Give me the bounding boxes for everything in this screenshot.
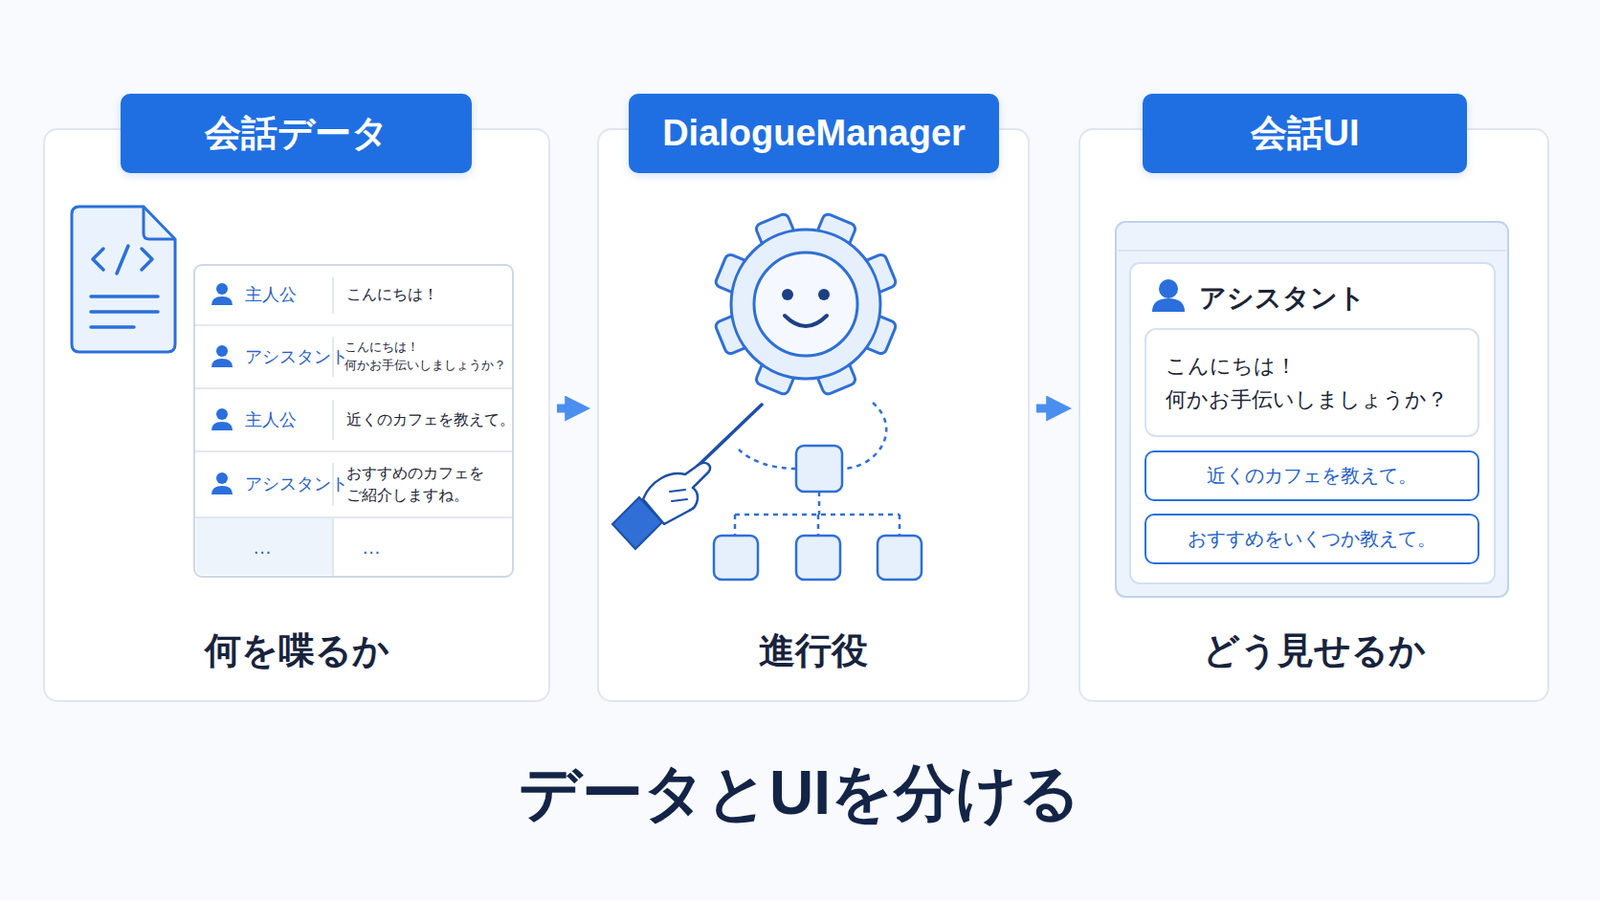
pointing-hand (643, 463, 711, 525)
person-icon (216, 408, 228, 421)
panel-frame (44, 129, 1549, 702)
gear-mascot (731, 229, 881, 379)
panel-title: 会話データ (204, 109, 389, 158)
ui-window (1115, 222, 1509, 598)
pointing-hand (669, 489, 688, 502)
flow-tree (877, 535, 922, 580)
header-tab: 会話UI (1142, 93, 1467, 174)
ui-window (1117, 249, 1507, 252)
table-cell: おすすめのカフェを ご紹介しますね。 (346, 462, 510, 507)
document-icon (143, 206, 176, 240)
person-icon (211, 486, 233, 495)
flow-arrow (556, 404, 576, 414)
panel-subtitle: 何を喋るか (44, 626, 550, 676)
person-icon (1158, 279, 1178, 299)
speaker-name: アシスタント (244, 471, 349, 497)
flow-tree (713, 402, 922, 580)
pointing-hand (612, 404, 762, 550)
gear-mascot (784, 315, 827, 327)
dialogue-table (194, 265, 513, 578)
header-tab: DialogueManager (628, 93, 1000, 174)
panel-title: 会話UI (1250, 109, 1360, 158)
gear-mascot (754, 252, 858, 356)
dialogue-table (332, 277, 334, 314)
flow-tree (738, 449, 797, 469)
person-icon (216, 345, 228, 357)
speaker-name: アシスタント (1199, 280, 1366, 317)
person-icon (211, 283, 233, 495)
document-icon (90, 294, 158, 299)
person-icon (211, 296, 233, 306)
document-icon (116, 245, 129, 274)
choice-button: 近くのカフェを教えて。 (1144, 450, 1480, 502)
person-icon (216, 472, 228, 485)
document-icon (141, 248, 153, 270)
flow-arrow (1036, 404, 1057, 414)
message-text: こんにちは！ 何かお手伝いしましょうか？ (1165, 349, 1459, 417)
speech-bubble: こんにちは！ 何かお手伝いしましょうか？ (1144, 328, 1480, 438)
panel-subtitle: 進行役 (598, 626, 1029, 676)
choice-button: おすすめをいくつか教えて。 (1144, 513, 1480, 565)
person-icon (1152, 298, 1185, 312)
speaker-name: 主人公 (244, 282, 297, 308)
speaker-name: アシスタント (244, 344, 349, 370)
ellipsis: … (361, 533, 381, 562)
dialogue-table (196, 517, 334, 576)
dialogue-table (195, 516, 512, 519)
table-cell: こんにちは！ (346, 283, 439, 306)
panel-frame (1079, 129, 1549, 702)
document-icon (90, 325, 134, 330)
flow-tree (734, 491, 900, 536)
chat-card-frame (1130, 263, 1495, 584)
document-icon (71, 206, 176, 353)
ui-panel: 会話UIこんにちは！ 何かお手伝いしましょうか？近くのカフェを教えて。おすすめを… (1079, 129, 1549, 702)
dialogue-table (332, 400, 334, 441)
gear-mascot (781, 288, 794, 301)
caption: データとUIを分ける (0, 752, 1600, 836)
choice-text: おすすめをいくつか教えて。 (1187, 526, 1437, 553)
person-icon (211, 358, 233, 368)
header-tab: 会話データ (120, 93, 472, 174)
person-icon (1152, 279, 1185, 312)
table-cell: 近くのカフェを教えて。 (346, 408, 512, 431)
dialogue-table (195, 450, 512, 453)
chat-card-frame (1130, 263, 1495, 584)
chat-card: こんにちは！ 何かお手伝いしましょうか？ 近くのカフェを教えて。おすすめをいくつか… (1130, 263, 1495, 584)
ui-window (1115, 222, 1509, 598)
document-icon (71, 206, 176, 353)
gear-mascot (818, 288, 830, 301)
dialogue-table (194, 265, 513, 578)
panel-subtitle: どう見せるか (1079, 626, 1549, 676)
table-cell: こんにちは！ 何かお手伝いしましょうか？ (344, 338, 513, 376)
document-icon (90, 310, 158, 314)
panel-frame (598, 129, 1029, 702)
document-icon (92, 248, 104, 270)
person-icon (216, 283, 228, 295)
flow-tree (796, 535, 841, 580)
flow-tree (842, 402, 887, 469)
gear-mascot (713, 212, 897, 396)
flow-tree (713, 535, 758, 580)
dialogue-table (332, 517, 334, 577)
speaker-name: 主人公 (244, 407, 297, 433)
flow-tree (796, 445, 843, 492)
panel-title: DialogueManager (662, 112, 966, 155)
choice-text: 近くのカフェを教えて。 (1206, 463, 1418, 489)
manager-panel: DialogueManager進行役 (598, 129, 1029, 702)
dialogue-table (195, 387, 512, 390)
person-icon (211, 422, 233, 431)
dialogue-table (195, 324, 512, 327)
panel-frame (44, 129, 550, 702)
ellipsis: … (252, 533, 272, 562)
